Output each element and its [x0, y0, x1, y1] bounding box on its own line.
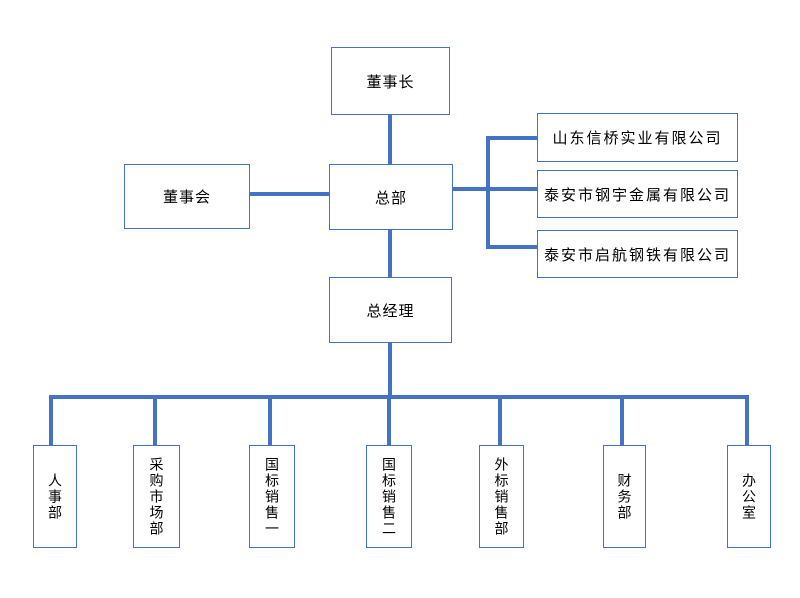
- connector-department-drop-2: [153, 395, 157, 445]
- connector-board-hq: [250, 192, 329, 196]
- connector-subsidiary-branch: [486, 136, 490, 249]
- connector-chairman-hq: [388, 115, 392, 164]
- connector-department-drop-3: [268, 395, 272, 445]
- connector-hq-gm: [388, 230, 392, 277]
- connector-department-drop-4: [387, 395, 391, 445]
- node-label: 办公室: [741, 472, 757, 521]
- node-department-national-sales-1[interactable]: 国标销售一: [249, 445, 295, 548]
- node-label: 董事会: [162, 189, 211, 206]
- node-subsidiary-2[interactable]: 泰安市钢宇金属有限公司: [537, 170, 738, 218]
- node-label: 外标销售部: [493, 456, 510, 537]
- node-label: 人事部: [47, 472, 63, 521]
- node-label: 泰安市钢宇金属有限公司: [543, 186, 731, 204]
- node-department-procurement-market[interactable]: 采购市场部: [133, 445, 180, 548]
- connector-subsidiary-3-stub: [486, 245, 537, 249]
- connector-subsidiary-1-stub: [486, 136, 537, 140]
- node-label: 财务部: [616, 472, 633, 521]
- connector-hq-subsidiaries: [453, 187, 537, 191]
- connector-department-drop-6: [620, 395, 624, 445]
- node-label: 山东信桥实业有限公司: [552, 130, 723, 147]
- connector-gm-bus: [388, 343, 392, 395]
- node-label: 总部: [374, 189, 407, 207]
- connector-department-drop-7: [745, 395, 749, 445]
- node-label: 采购市场部: [148, 456, 165, 537]
- connector-department-drop-5: [498, 395, 502, 445]
- node-label: 总经理: [366, 302, 415, 320]
- node-department-office[interactable]: 办公室: [727, 445, 771, 548]
- node-label: 国标销售二: [381, 456, 397, 537]
- node-label: 国标销售一: [264, 456, 280, 537]
- node-board[interactable]: 董事会: [124, 164, 250, 229]
- node-subsidiary-1[interactable]: 山东信桥实业有限公司: [537, 113, 738, 162]
- node-label: 董事长: [366, 73, 415, 91]
- node-department-external-sales[interactable]: 外标销售部: [479, 445, 524, 548]
- node-department-national-sales-2[interactable]: 国标销售二: [366, 445, 412, 548]
- node-department-finance[interactable]: 财务部: [603, 445, 646, 548]
- connector-department-bus: [49, 395, 749, 399]
- connector-department-drop-1: [49, 395, 53, 445]
- node-general-manager[interactable]: 总经理: [329, 277, 452, 343]
- node-label: 泰安市启航钢铁有限公司: [543, 246, 731, 264]
- node-department-hr[interactable]: 人事部: [33, 445, 77, 548]
- node-subsidiary-3[interactable]: 泰安市启航钢铁有限公司: [537, 230, 738, 278]
- node-headquarters[interactable]: 总部: [329, 164, 453, 230]
- node-chairman[interactable]: 董事长: [331, 47, 450, 115]
